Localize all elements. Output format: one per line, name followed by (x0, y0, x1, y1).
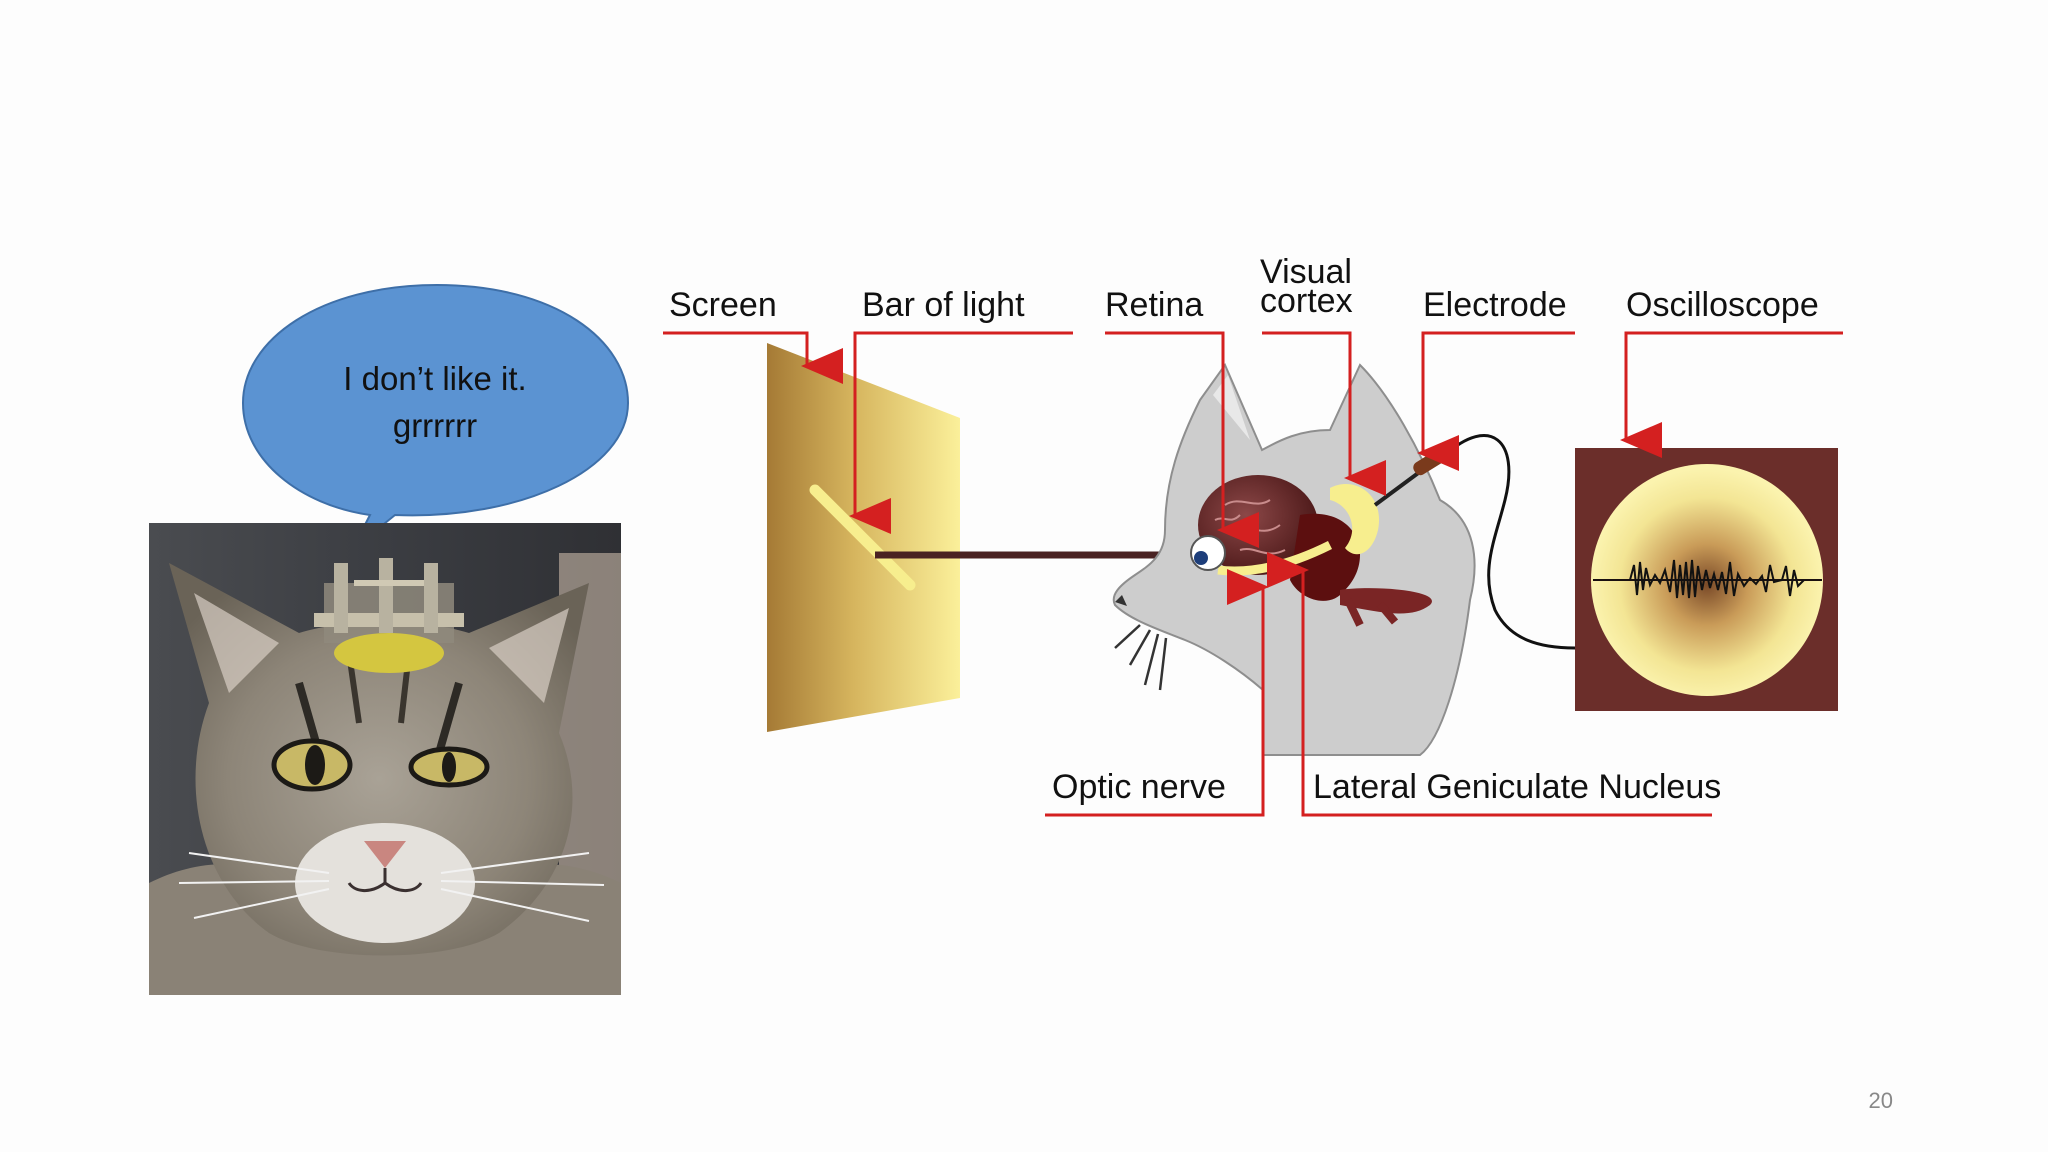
label-bar-of-light: Bar of light (862, 286, 1025, 324)
label-visual-cortex-line1: Visual (1260, 253, 1352, 291)
label-visual-cortex-line2: cortex (1260, 282, 1353, 320)
electrode-wire (1373, 466, 1427, 507)
bar-of-light (809, 484, 916, 591)
eye (1190, 535, 1226, 571)
page-number: 20 (1868, 1088, 1893, 1113)
speech-line-2: grrrrrr (392, 407, 478, 444)
label-oscilloscope: Oscilloscope (1626, 286, 1819, 324)
leader-lines (663, 331, 1843, 817)
speech-line-1: I don’t like it. (343, 360, 527, 397)
label-lgn: Lateral Geniculate Nucleus (1313, 768, 1722, 806)
label-electrode: Electrode (1423, 286, 1567, 324)
visual-cortex (1330, 484, 1380, 555)
label-optic-nerve: Optic nerve (1052, 768, 1226, 806)
cat-photo (149, 523, 621, 995)
speech-bubble-text: I don’t like it. grrrrrr (270, 355, 600, 449)
oscilloscope-trace (1629, 559, 1805, 599)
electrode-cable (1444, 434, 1576, 650)
label-retina: Retina (1105, 286, 1204, 324)
label-screen: Screen (669, 286, 777, 324)
label-visual-cortex: Visual cortex (1260, 253, 1353, 320)
